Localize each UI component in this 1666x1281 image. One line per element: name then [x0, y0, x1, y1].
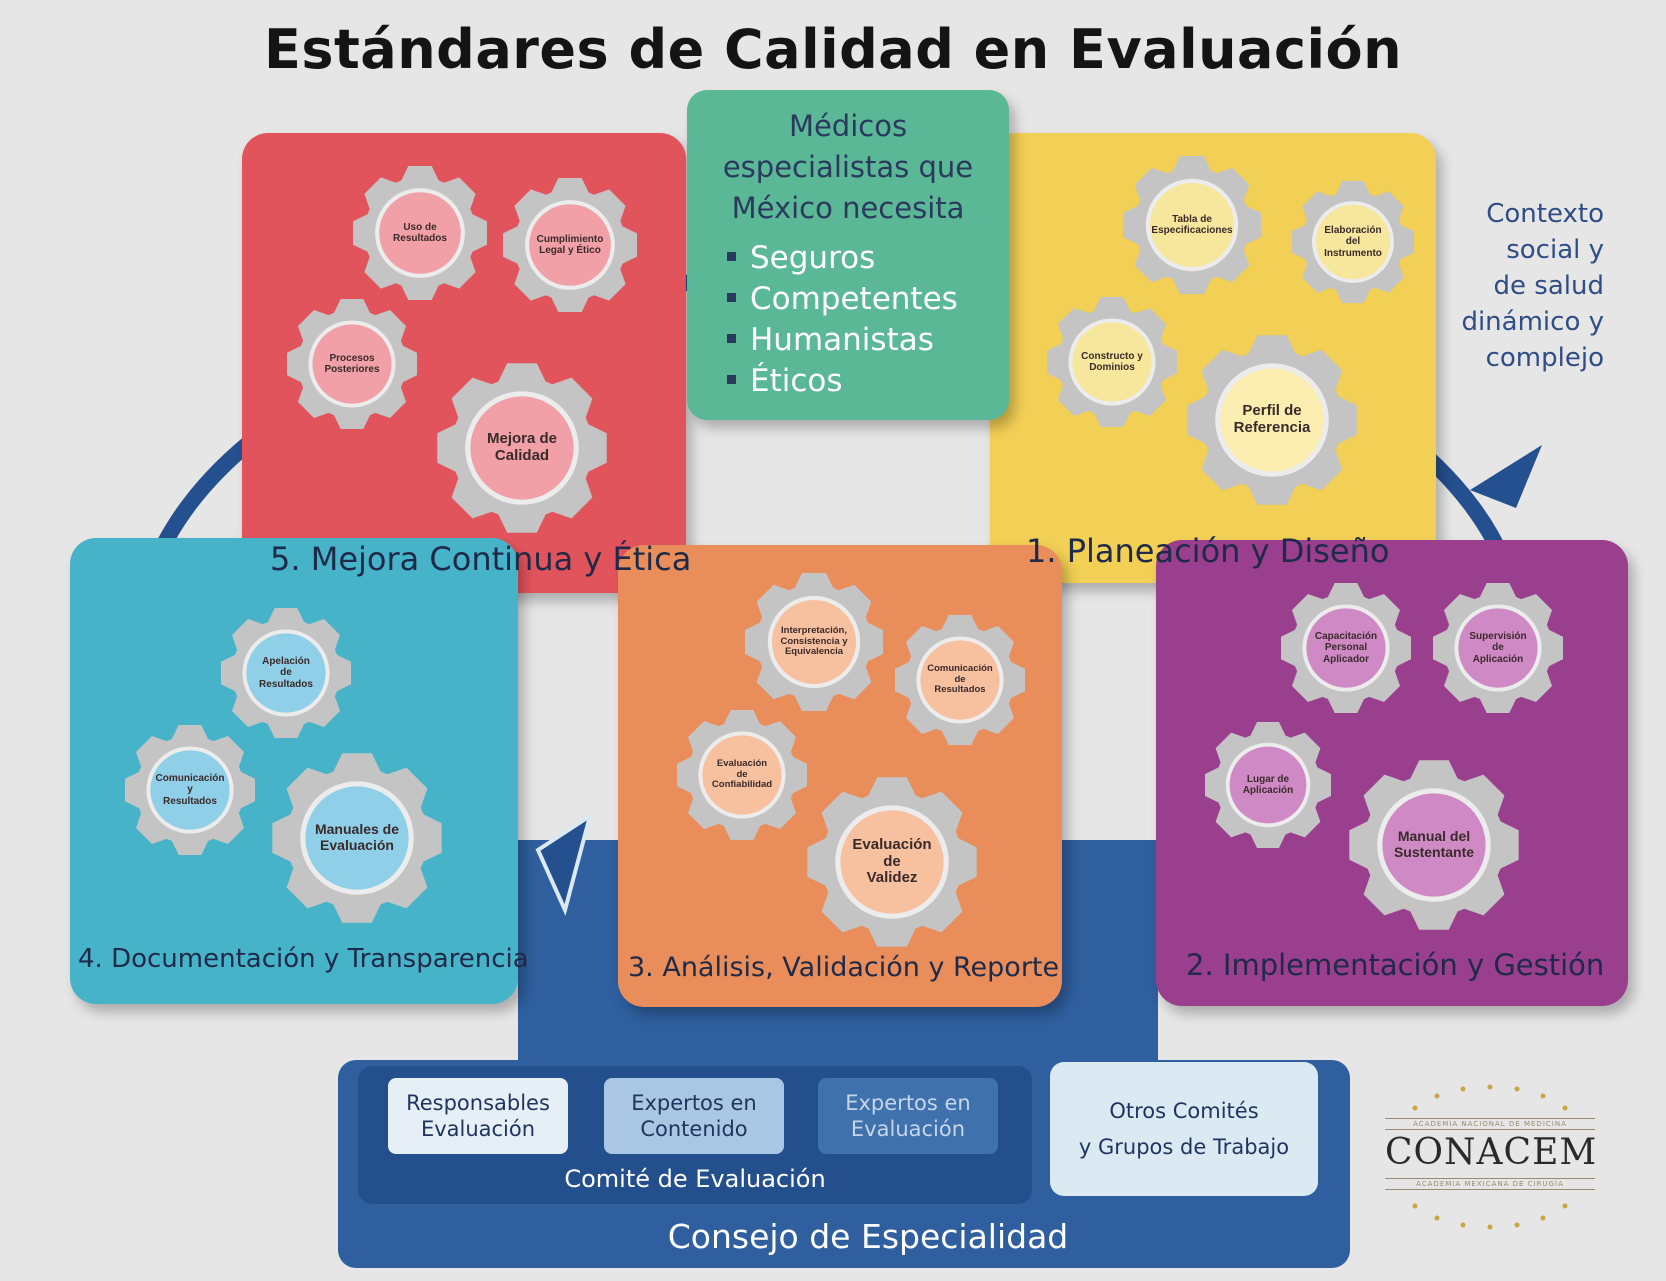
gear-label: Constructo y Dominios — [1081, 350, 1143, 373]
gear-p1-2: Elaboración del Instrumento — [1288, 177, 1418, 307]
gear-icon — [503, 178, 637, 312]
gear-p1-1: Tabla de Especificaciones — [1119, 152, 1265, 298]
consejo-label: Consejo de Especialidad — [667, 1217, 1069, 1256]
gear-label: Supervisión de Aplicación — [1469, 631, 1527, 665]
gear-label: Interpretación, Consistencia y Equivalen… — [780, 625, 848, 658]
gear-label: Manuales de Evaluación — [314, 821, 400, 853]
goal-title: Médicos especialistas que México necesit… — [722, 109, 974, 225]
gear-p3-3: Evaluación de Confiabilidad — [673, 706, 811, 844]
gear-icon — [1291, 180, 1415, 304]
logo-bottom-text: ACADEMIA MEXICANA DE CIRUGÍA — [1385, 1178, 1595, 1190]
panel-label-4: 4. Documentación y Transparencia — [78, 944, 529, 974]
gear-p4-1: Apelación de Resultados — [217, 604, 355, 742]
gear-p5-3: Procesos Posteriores — [283, 295, 421, 433]
gear-icon — [895, 615, 1025, 745]
gear-label: Perfil de Referencia — [1233, 402, 1311, 436]
bullet-icon — [727, 375, 736, 384]
bullet-icon — [727, 293, 736, 302]
gear-label: Evaluación de Validez — [852, 835, 932, 887]
panel-label-2: 2. Implementación y Gestión — [1186, 948, 1605, 982]
gear-p4-3: Manuales de Evaluación — [268, 749, 446, 927]
gear-label: Uso de Resultados — [393, 221, 447, 244]
gear-icon — [1047, 297, 1177, 427]
bullet-icon — [727, 334, 736, 343]
gear-p2-3: Lugar de Aplicación — [1201, 718, 1335, 852]
gear-label: Comunicación de Resultados — [927, 663, 993, 696]
comite-label: Comité de Evaluación — [564, 1165, 826, 1193]
goal-item: Éticos — [727, 361, 958, 402]
gear-icon — [1205, 722, 1331, 848]
gear-icon — [677, 710, 807, 840]
goal-item: Seguros — [727, 238, 958, 279]
logo-dots — [1412, 1084, 1568, 1230]
gear-icon — [287, 299, 417, 429]
gear-icon — [1349, 760, 1519, 930]
gear-icon — [437, 363, 607, 533]
gear-p5-2: Cumplimiento Legal y Ético — [499, 174, 641, 316]
gear-label: Tabla de Especificaciones — [1151, 213, 1233, 236]
gear-icon — [1187, 335, 1357, 505]
gear-p1-4: Perfil de Referencia — [1183, 331, 1361, 509]
gear-icon — [272, 753, 442, 923]
goal-box: Médicos especialistas que México necesit… — [687, 90, 1009, 420]
goal-item: Competentes — [727, 279, 958, 320]
expertos-contenido-box: Expertos en Contenido — [604, 1078, 784, 1154]
gear-p5-1: Uso de Resultados — [349, 162, 491, 304]
gear-icon — [807, 777, 977, 947]
gear-label: Cumplimiento Legal y Ético — [536, 233, 604, 256]
goal-list: Seguros Competentes Humanistas Éticos — [727, 238, 958, 402]
gear-label: Mejora de Calidad — [486, 430, 558, 464]
gear-p3-2: Comunicación de Resultados — [891, 611, 1029, 749]
gear-label: Apelación de Resultados — [259, 656, 313, 690]
gear-label: Evaluación de Confiabilidad — [711, 758, 773, 791]
panel-label-1: 1. Planeación y Diseño — [1026, 532, 1390, 570]
bullet-icon — [727, 252, 736, 261]
gear-label: Capacitación Personal Aplicador — [1314, 631, 1378, 665]
gear-label: Lugar de Aplicación — [1242, 773, 1294, 796]
cycle-arrow-left — [535, 811, 594, 916]
context-label: Contexto social y de salud dinámico y co… — [1461, 199, 1604, 373]
logo-top-text: ACADEMIA NACIONAL DE MEDICINA — [1385, 1118, 1595, 1130]
gear-p3-1: Interpretación, Consistencia y Equivalen… — [741, 569, 887, 715]
panel-label-5: 5. Mejora Continua y Ética — [270, 540, 692, 578]
gear-icon — [221, 608, 351, 738]
goal-item: Humanistas — [727, 320, 958, 361]
gear-p4-2: Comunicación y Resultados — [121, 721, 259, 859]
gear-p2-1: Capacitación Personal Aplicador — [1277, 579, 1415, 717]
gear-icon — [1281, 583, 1411, 713]
panel-label-3: 3. Análisis, Validación y Reporte — [628, 952, 1060, 983]
gear-label: Procesos Posteriores — [324, 352, 380, 375]
gear-label: Elaboración del Instrumento — [1324, 225, 1382, 259]
gear-p2-2: Supervisión de Aplicación — [1429, 579, 1567, 717]
otros-comites-box: Otros Comités y Grupos de Trabajo — [1050, 1062, 1318, 1196]
gear-p2-4: Manual del Sustentante — [1345, 756, 1523, 934]
logo-name: CONACEM — [1385, 1132, 1598, 1173]
gear-p5-4: Mejora de Calidad — [433, 359, 611, 537]
gear-icon — [1433, 583, 1563, 713]
gear-icon — [1123, 156, 1261, 294]
conacem-logo: ACADEMIA NACIONAL DE MEDICINA CONACEM AC… — [1385, 1082, 1598, 1232]
expertos-evaluacion-box: Expertos en Evaluación — [818, 1078, 998, 1154]
gear-icon — [353, 166, 487, 300]
gear-icon — [125, 725, 255, 855]
page-title: Estándares de Calidad en Evaluación — [263, 18, 1403, 81]
gear-label: Comunicación y Resultados — [155, 773, 225, 807]
gear-icon — [745, 573, 883, 711]
gear-label: Manual del Sustentante — [1393, 828, 1475, 860]
gear-p3-4: Evaluación de Validez — [803, 773, 981, 951]
gear-p1-3: Constructo y Dominios — [1043, 293, 1181, 431]
cycle-arrow-right — [1470, 445, 1542, 508]
responsables-box: Responsables Evaluación — [388, 1078, 568, 1154]
